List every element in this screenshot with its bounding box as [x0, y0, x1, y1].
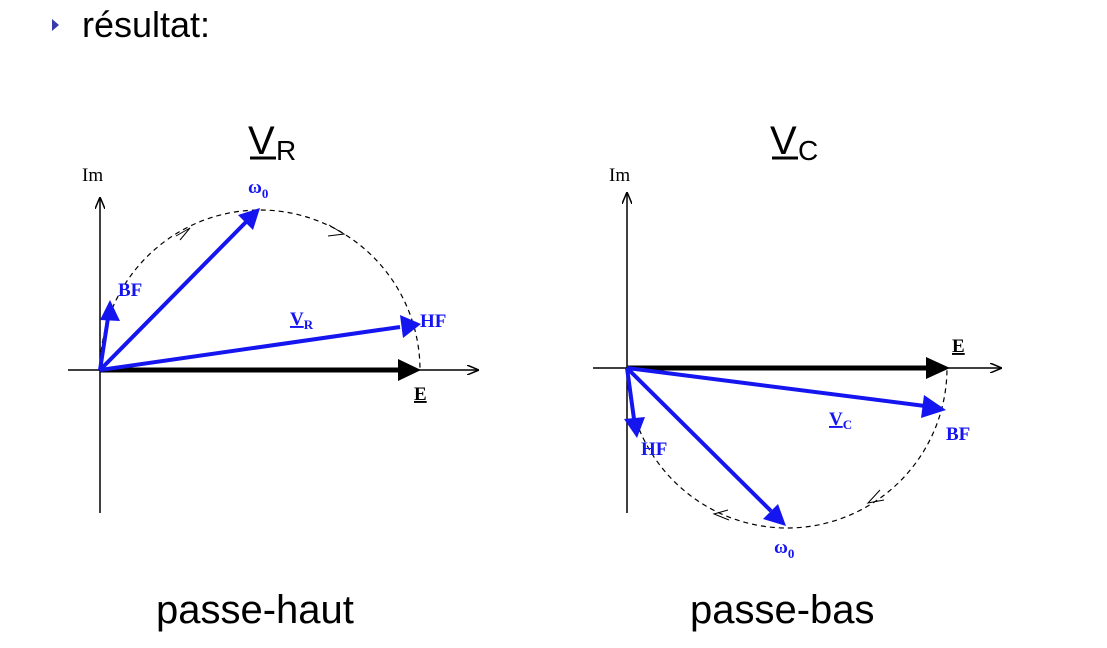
- right-bf-label: BF: [946, 424, 970, 445]
- right-direction-chevron-2: [712, 509, 730, 521]
- left-bf-vector-shaft: [98, 317, 110, 371]
- right-omega0-vector-shaft: [625, 366, 773, 513]
- left-im-label: Im: [82, 165, 103, 186]
- right-hf-vector-head: [624, 417, 645, 438]
- right-bf-vector-shaft: [626, 366, 926, 408]
- left-direction-chevron-2: [327, 224, 346, 237]
- right-hf-vector-shaft: [625, 367, 636, 420]
- right-e-vector-head: [926, 357, 950, 379]
- left-omega0-label: ω0: [248, 177, 268, 201]
- left-omega0-vector-shaft: [98, 220, 248, 372]
- left-vr-label: VR: [290, 309, 314, 332]
- right-hf-label: HF: [641, 439, 667, 460]
- bullet-text: résultat:: [82, 4, 211, 45]
- left-title-subscript: R: [276, 135, 296, 166]
- right-direction-chevron-1: [866, 489, 885, 504]
- right-caption: passe-bas: [690, 588, 875, 632]
- right-e-label: E: [952, 336, 965, 357]
- right-title-subscript: C: [798, 135, 818, 166]
- left-bf-vector-head: [100, 300, 120, 321]
- left-bf-label: BF: [118, 280, 142, 301]
- right-diagram: V C Im E HF BF VC ω0: [593, 119, 1001, 561]
- left-locus-circle: [99, 209, 421, 371]
- bullet-line: résultat:: [52, 0, 210, 50]
- right-locus-circle: [626, 367, 948, 529]
- left-omega0-vector-head: [238, 208, 260, 230]
- left-hf-vector-head: [400, 315, 421, 338]
- left-caption: passe-haut: [156, 588, 354, 632]
- right-im-label: Im: [609, 165, 630, 186]
- right-omega0-vector-head: [763, 504, 786, 526]
- left-diagram: V R Im E ω0 BF HF VR: [68, 119, 478, 513]
- triangle-bullet-icon: [52, 19, 59, 31]
- right-omega0-label: ω0: [774, 537, 794, 561]
- right-title-letter: V: [770, 119, 797, 163]
- right-bf-vector-head: [921, 395, 946, 418]
- left-hf-label: HF: [420, 311, 446, 332]
- left-title-letter: V: [248, 119, 275, 163]
- left-direction-chevron-1: [175, 227, 191, 241]
- left-e-label: E: [414, 384, 427, 405]
- left-hf-vector-shaft: [99, 325, 401, 372]
- left-e-vector-head: [398, 359, 421, 381]
- right-vc-label: VC: [829, 409, 852, 432]
